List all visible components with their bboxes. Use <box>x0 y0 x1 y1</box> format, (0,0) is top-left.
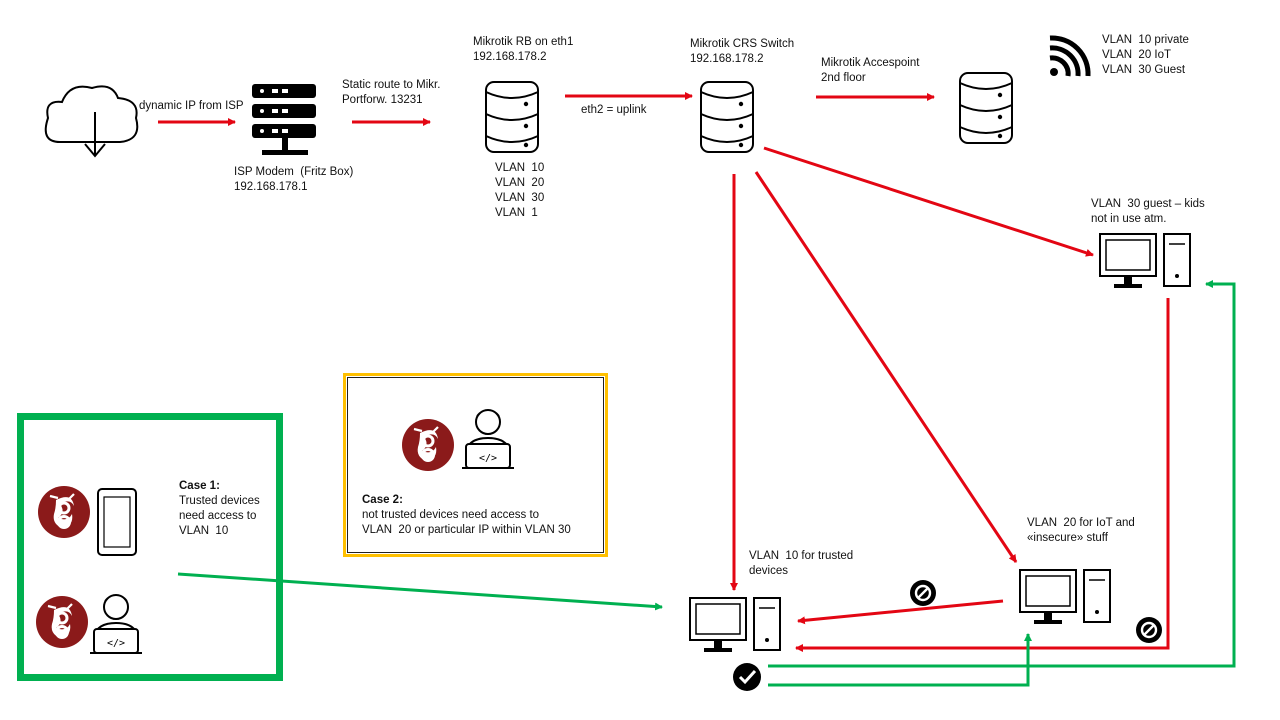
link-vlan20-vlan10-blocked <box>797 599 1004 625</box>
mikrotik-rb-label: Mikrotik RB on eth1 192.168.178.2 <box>473 36 574 63</box>
isp-modem-label: ISP Modem (Fritz Box) 192.168.178.1 <box>234 166 354 193</box>
desktop-vlan20-icon <box>1019 569 1111 625</box>
link-vlan10-vlan20-allowed <box>768 633 1032 687</box>
crs-switch-label: Mikrotik CRS Switch 192.168.178.2 <box>690 38 795 65</box>
case2-title: Case 2: <box>362 494 403 506</box>
dynamic-ip-label: dynamic IP from ISP <box>139 100 244 112</box>
static-route-label: Static route to Mikr. Portforw. 13231 <box>342 79 441 106</box>
switch-icon <box>700 81 754 153</box>
case2-box <box>343 373 608 557</box>
blocked-icon <box>1134 615 1164 645</box>
link-switch-vlan20 <box>754 171 1018 563</box>
rb-vlans-label: VLAN 10 VLAN 20 VLAN 30 VLAN 1 <box>495 162 545 219</box>
link-vlan10-vlan30-allowed <box>768 280 1236 668</box>
link-case1-vlan10 <box>177 572 663 611</box>
check-circle-icon <box>733 663 761 691</box>
wifi-icon <box>1049 35 1091 77</box>
case1-title: Case 1: <box>179 480 220 492</box>
cloud-download-icon <box>44 85 139 158</box>
link-switch-vlan30 <box>763 146 1094 257</box>
router-icon <box>485 81 539 153</box>
link-vlan30-vlan10-blocked <box>795 298 1170 652</box>
vlan20-label: VLAN 20 for IoT and «insecure» stuff <box>1027 517 1135 544</box>
eth2-uplink-label: eth2 = uplink <box>581 104 647 116</box>
case2-text: not trusted devices need access to VLAN … <box>362 509 571 536</box>
vlan10-label: VLAN 10 for trusted devices <box>749 550 854 577</box>
vlan30-label: VLAN 30 guest – kids not in use atm. <box>1091 198 1205 225</box>
ap-vlans-label: VLAN 10 private VLAN 20 IoT VLAN 30 Gues… <box>1102 34 1189 76</box>
desktop-vlan30-icon <box>1099 233 1191 289</box>
accesspoint-label: Mikrotik Accespoint 2nd floor <box>821 57 920 84</box>
server-rack-icon <box>252 84 316 155</box>
desktop-vlan10-icon <box>689 597 781 653</box>
case1-box <box>17 413 283 681</box>
smartphone-icon <box>97 488 137 556</box>
blocked-icon <box>908 578 938 608</box>
case1-text: Trusted devices need access to VLAN 10 <box>179 495 260 537</box>
accesspoint-icon <box>959 72 1013 144</box>
